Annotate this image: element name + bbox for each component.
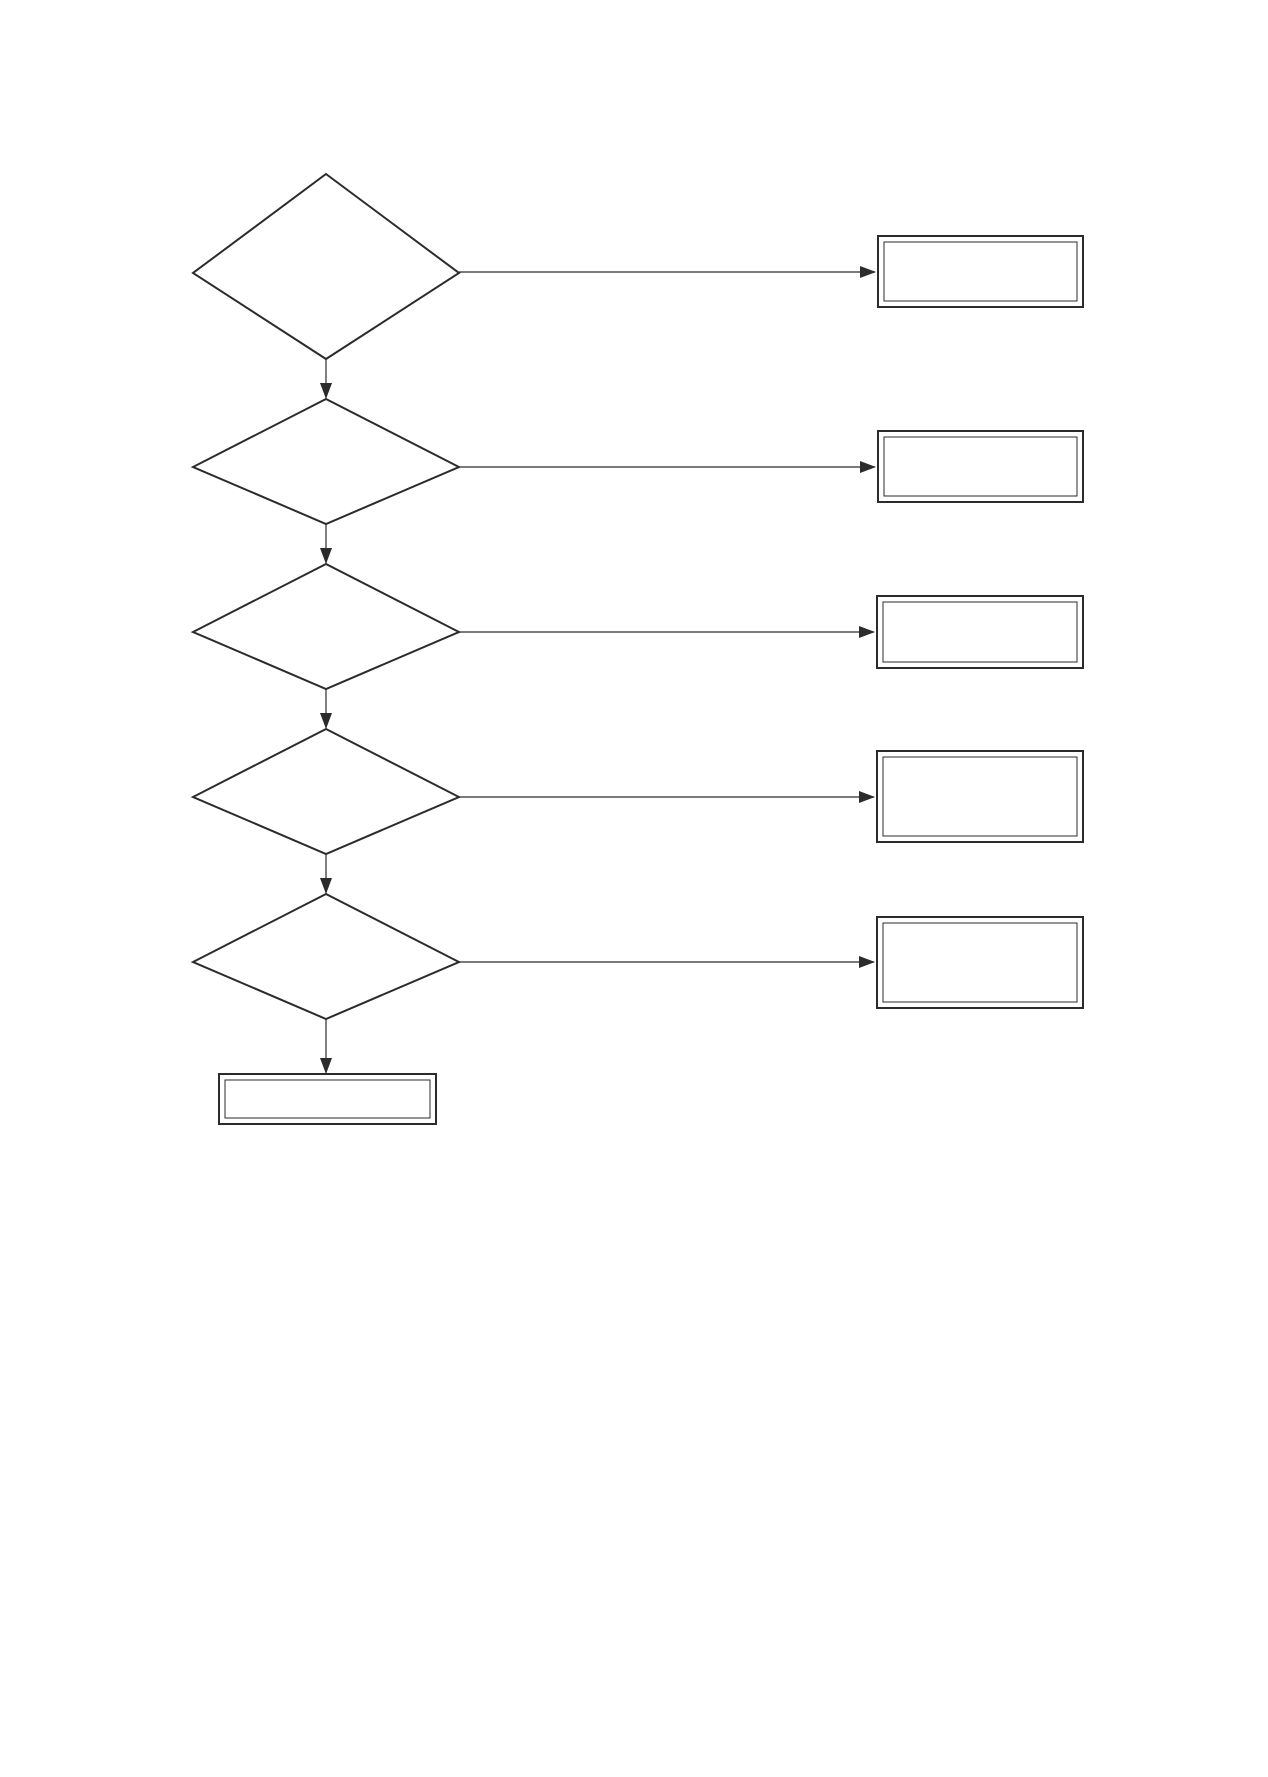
outcome-box-2	[877, 430, 1084, 503]
decision-node-4	[190, 727, 462, 856]
decision-node-5	[190, 892, 462, 1021]
outcome-box-1	[877, 235, 1084, 308]
decision-node-3	[190, 562, 462, 691]
outcome-box-5	[876, 916, 1084, 1009]
outcome-box-final	[218, 1073, 437, 1125]
outcome-box-3	[876, 595, 1084, 669]
decision-node-2	[190, 397, 462, 526]
outcome-box-4	[876, 750, 1084, 843]
decision-node-1	[191, 172, 461, 361]
